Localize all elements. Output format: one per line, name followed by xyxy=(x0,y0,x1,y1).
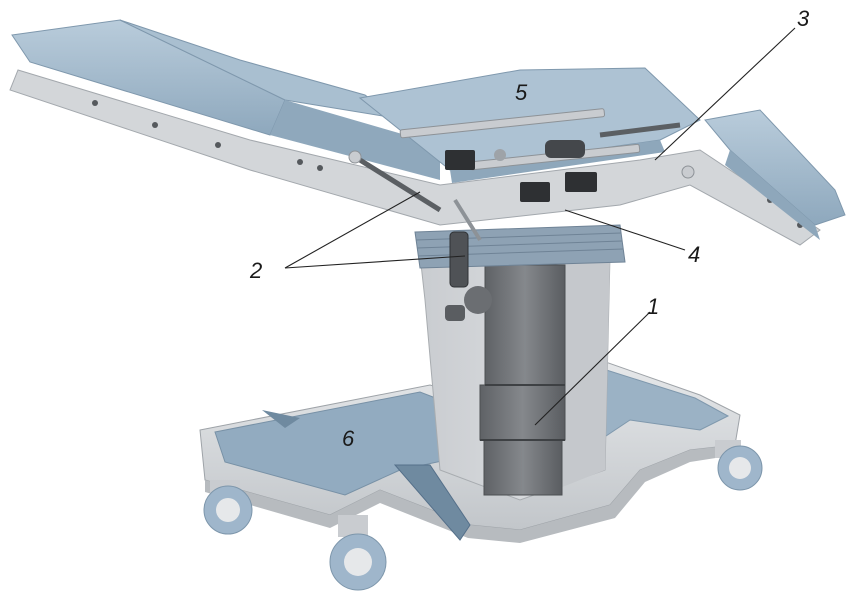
caster-wheel xyxy=(715,440,763,491)
callout-3: 3 xyxy=(797,6,810,31)
accessory-rails xyxy=(348,108,695,242)
callout-leaders xyxy=(284,27,796,426)
callout-labels: 1 2 3 4 5 6 xyxy=(249,6,810,451)
caster-wheels xyxy=(203,440,763,591)
callout-1: 1 xyxy=(647,294,659,319)
callout-2: 2 xyxy=(249,258,262,283)
caster-wheel xyxy=(329,515,387,591)
leader-4 xyxy=(564,209,686,251)
leader-1 xyxy=(534,311,651,426)
caster-wheel xyxy=(203,480,253,535)
callout-6: 6 xyxy=(342,426,355,451)
telescopic-column xyxy=(479,264,566,496)
leader-3 xyxy=(654,27,796,161)
callout-5: 5 xyxy=(515,80,528,105)
leader-2a xyxy=(284,191,421,269)
gas-spring xyxy=(445,231,492,321)
callout-4: 4 xyxy=(688,242,700,267)
leader-2b xyxy=(284,255,466,269)
bellows xyxy=(414,224,626,269)
